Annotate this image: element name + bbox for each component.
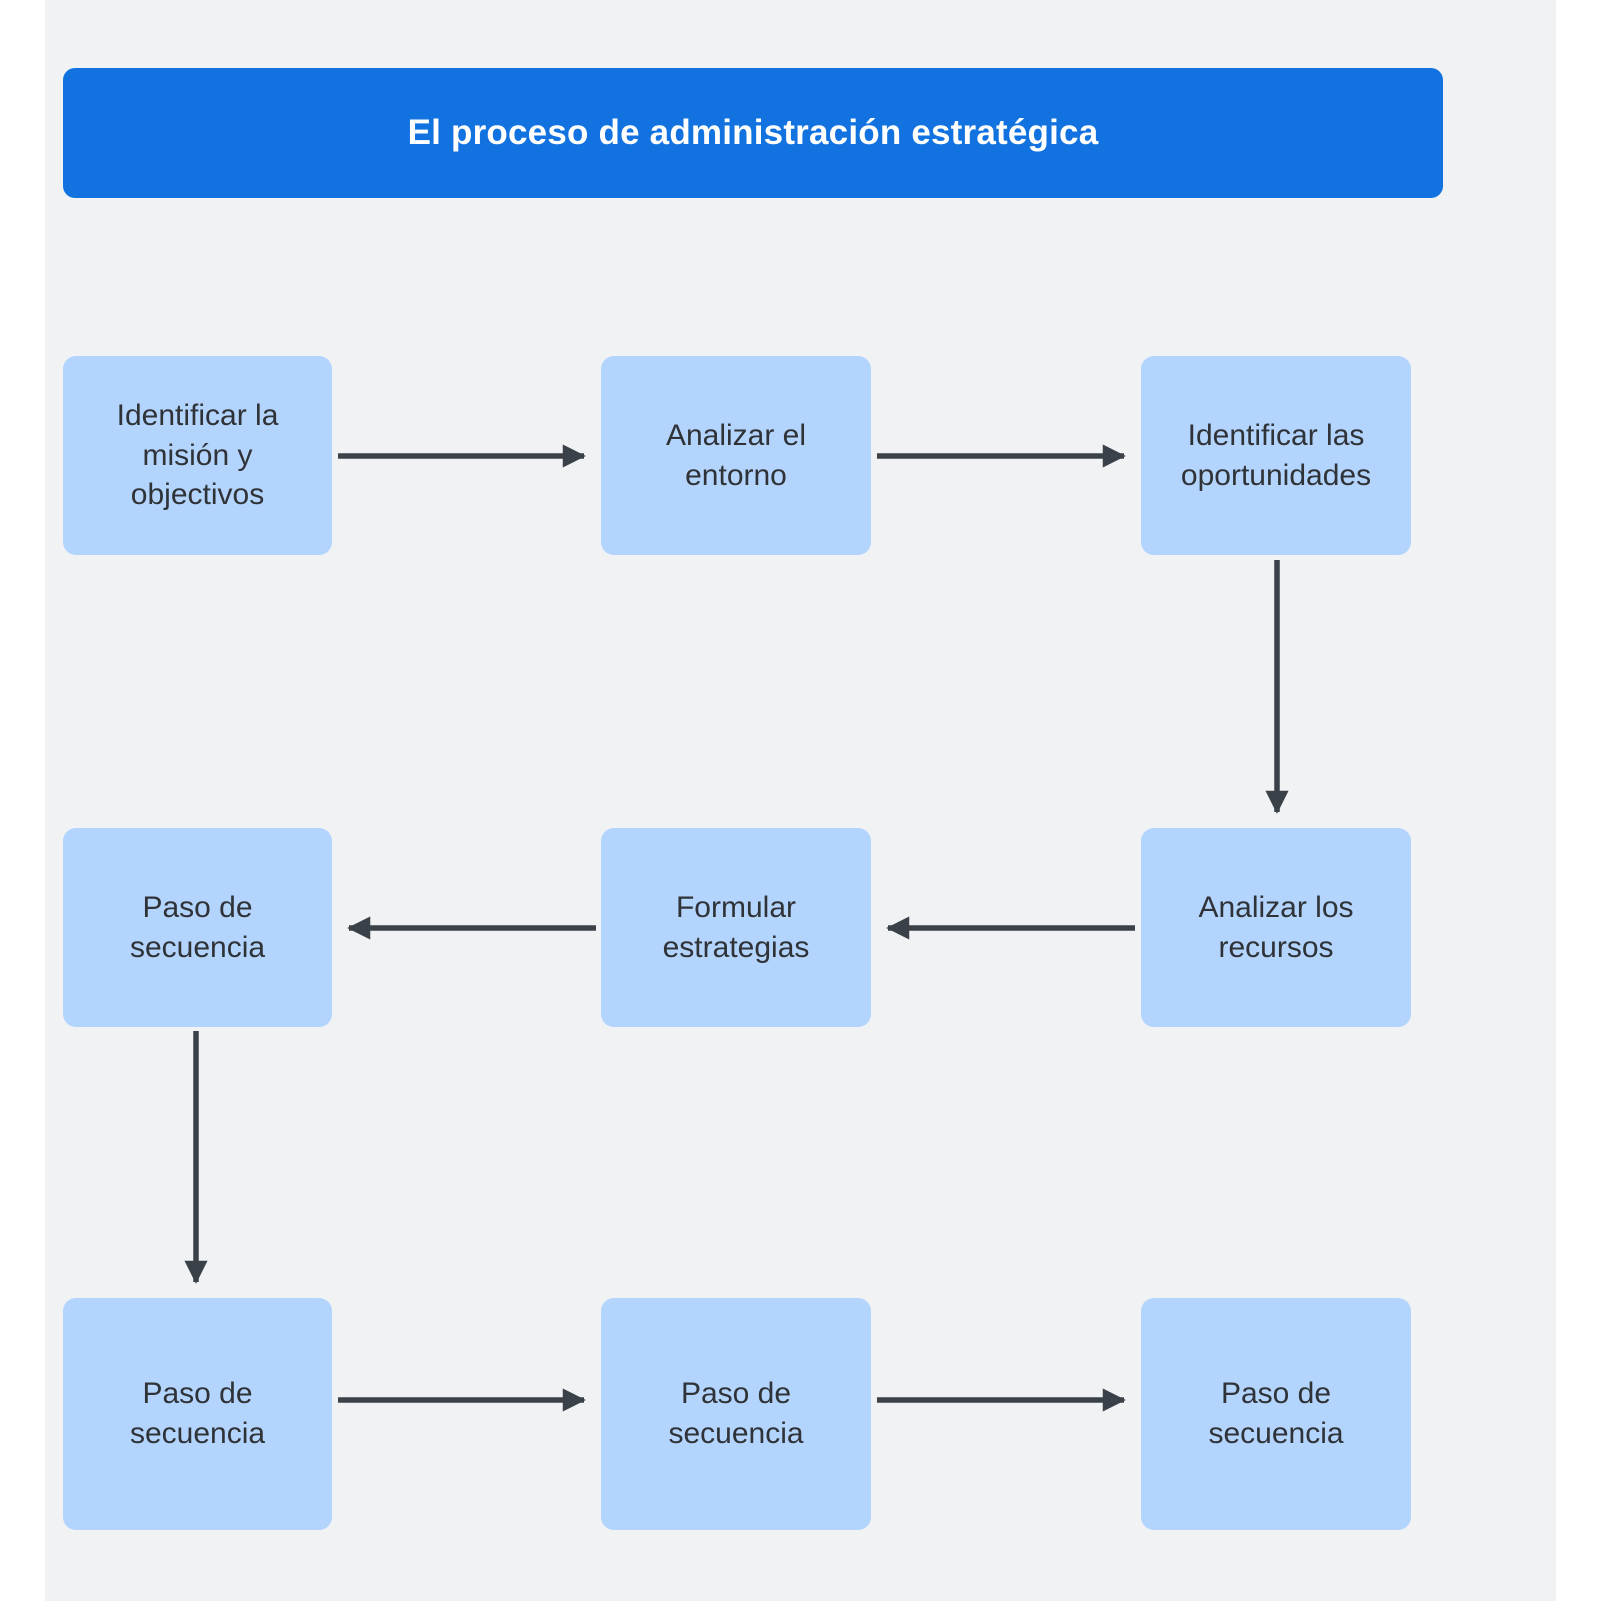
flow-node-identificar-mision[interactable]: Identificar la misión y objectivos (63, 356, 332, 555)
flow-node-paso-secuencia-1[interactable]: Paso de secuencia (63, 828, 332, 1027)
diagram-title-banner: El proceso de administración estratégica (63, 68, 1443, 198)
flow-node-formular-estrategias[interactable]: Formular estrategias (601, 828, 871, 1027)
flow-node-analizar-entorno[interactable]: Analizar el entorno (601, 356, 871, 555)
flow-node-paso-secuencia-4[interactable]: Paso de secuencia (1141, 1298, 1411, 1530)
flow-node-label: Identificar la misión y objectivos (116, 398, 279, 512)
flow-node-label: Formular estrategias (662, 890, 810, 964)
flow-node-label: Paso de secuencia (668, 1377, 804, 1450)
flow-node-identificar-oportunidades[interactable]: Identificar las oportunidades (1141, 356, 1411, 555)
page-title: El proceso de administración estratégica (407, 113, 1099, 152)
flow-node-label: Paso de secuencia (129, 890, 266, 964)
flow-node-label: Analizar el entorno (665, 418, 807, 492)
flow-node-paso-secuencia-2[interactable]: Paso de secuencia (63, 1298, 332, 1530)
flow-node-label: Paso de secuencia (1208, 1377, 1344, 1450)
flow-node-paso-secuencia-3[interactable]: Paso de secuencia (601, 1298, 871, 1530)
flow-node-analizar-recursos[interactable]: Analizar los recursos (1141, 828, 1411, 1027)
flow-node-label: Analizar los recursos (1198, 890, 1354, 964)
flow-node-label: Identificar las oportunidades (1180, 418, 1372, 492)
flow-node-label: Paso de secuencia (129, 1377, 266, 1450)
